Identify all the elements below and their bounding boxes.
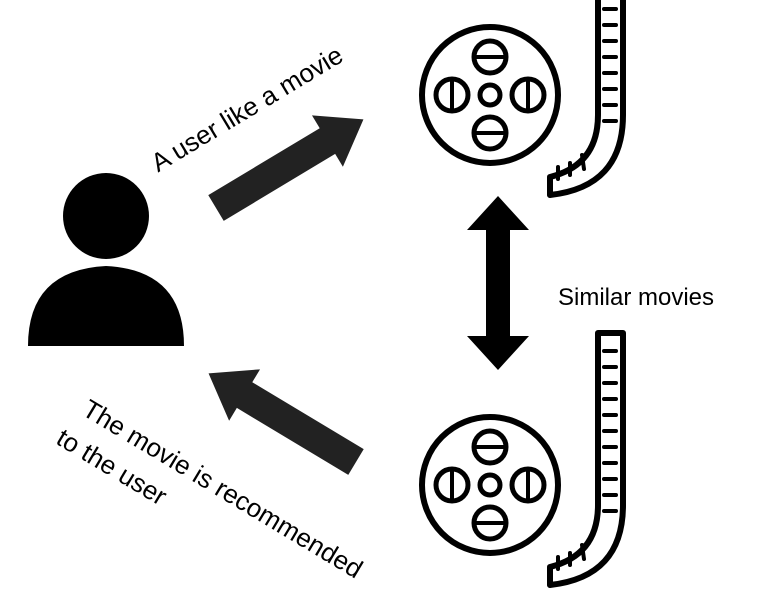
film-reel-icon-top xyxy=(422,0,623,195)
label-similar-movies: Similar movies xyxy=(558,284,715,311)
double-arrow-vertical-icon xyxy=(467,196,529,370)
film-reel-icon-bottom xyxy=(422,333,623,585)
arrow-up-right-icon xyxy=(208,115,364,221)
user-icon xyxy=(28,173,184,346)
arrow-up-left-icon xyxy=(208,369,364,475)
